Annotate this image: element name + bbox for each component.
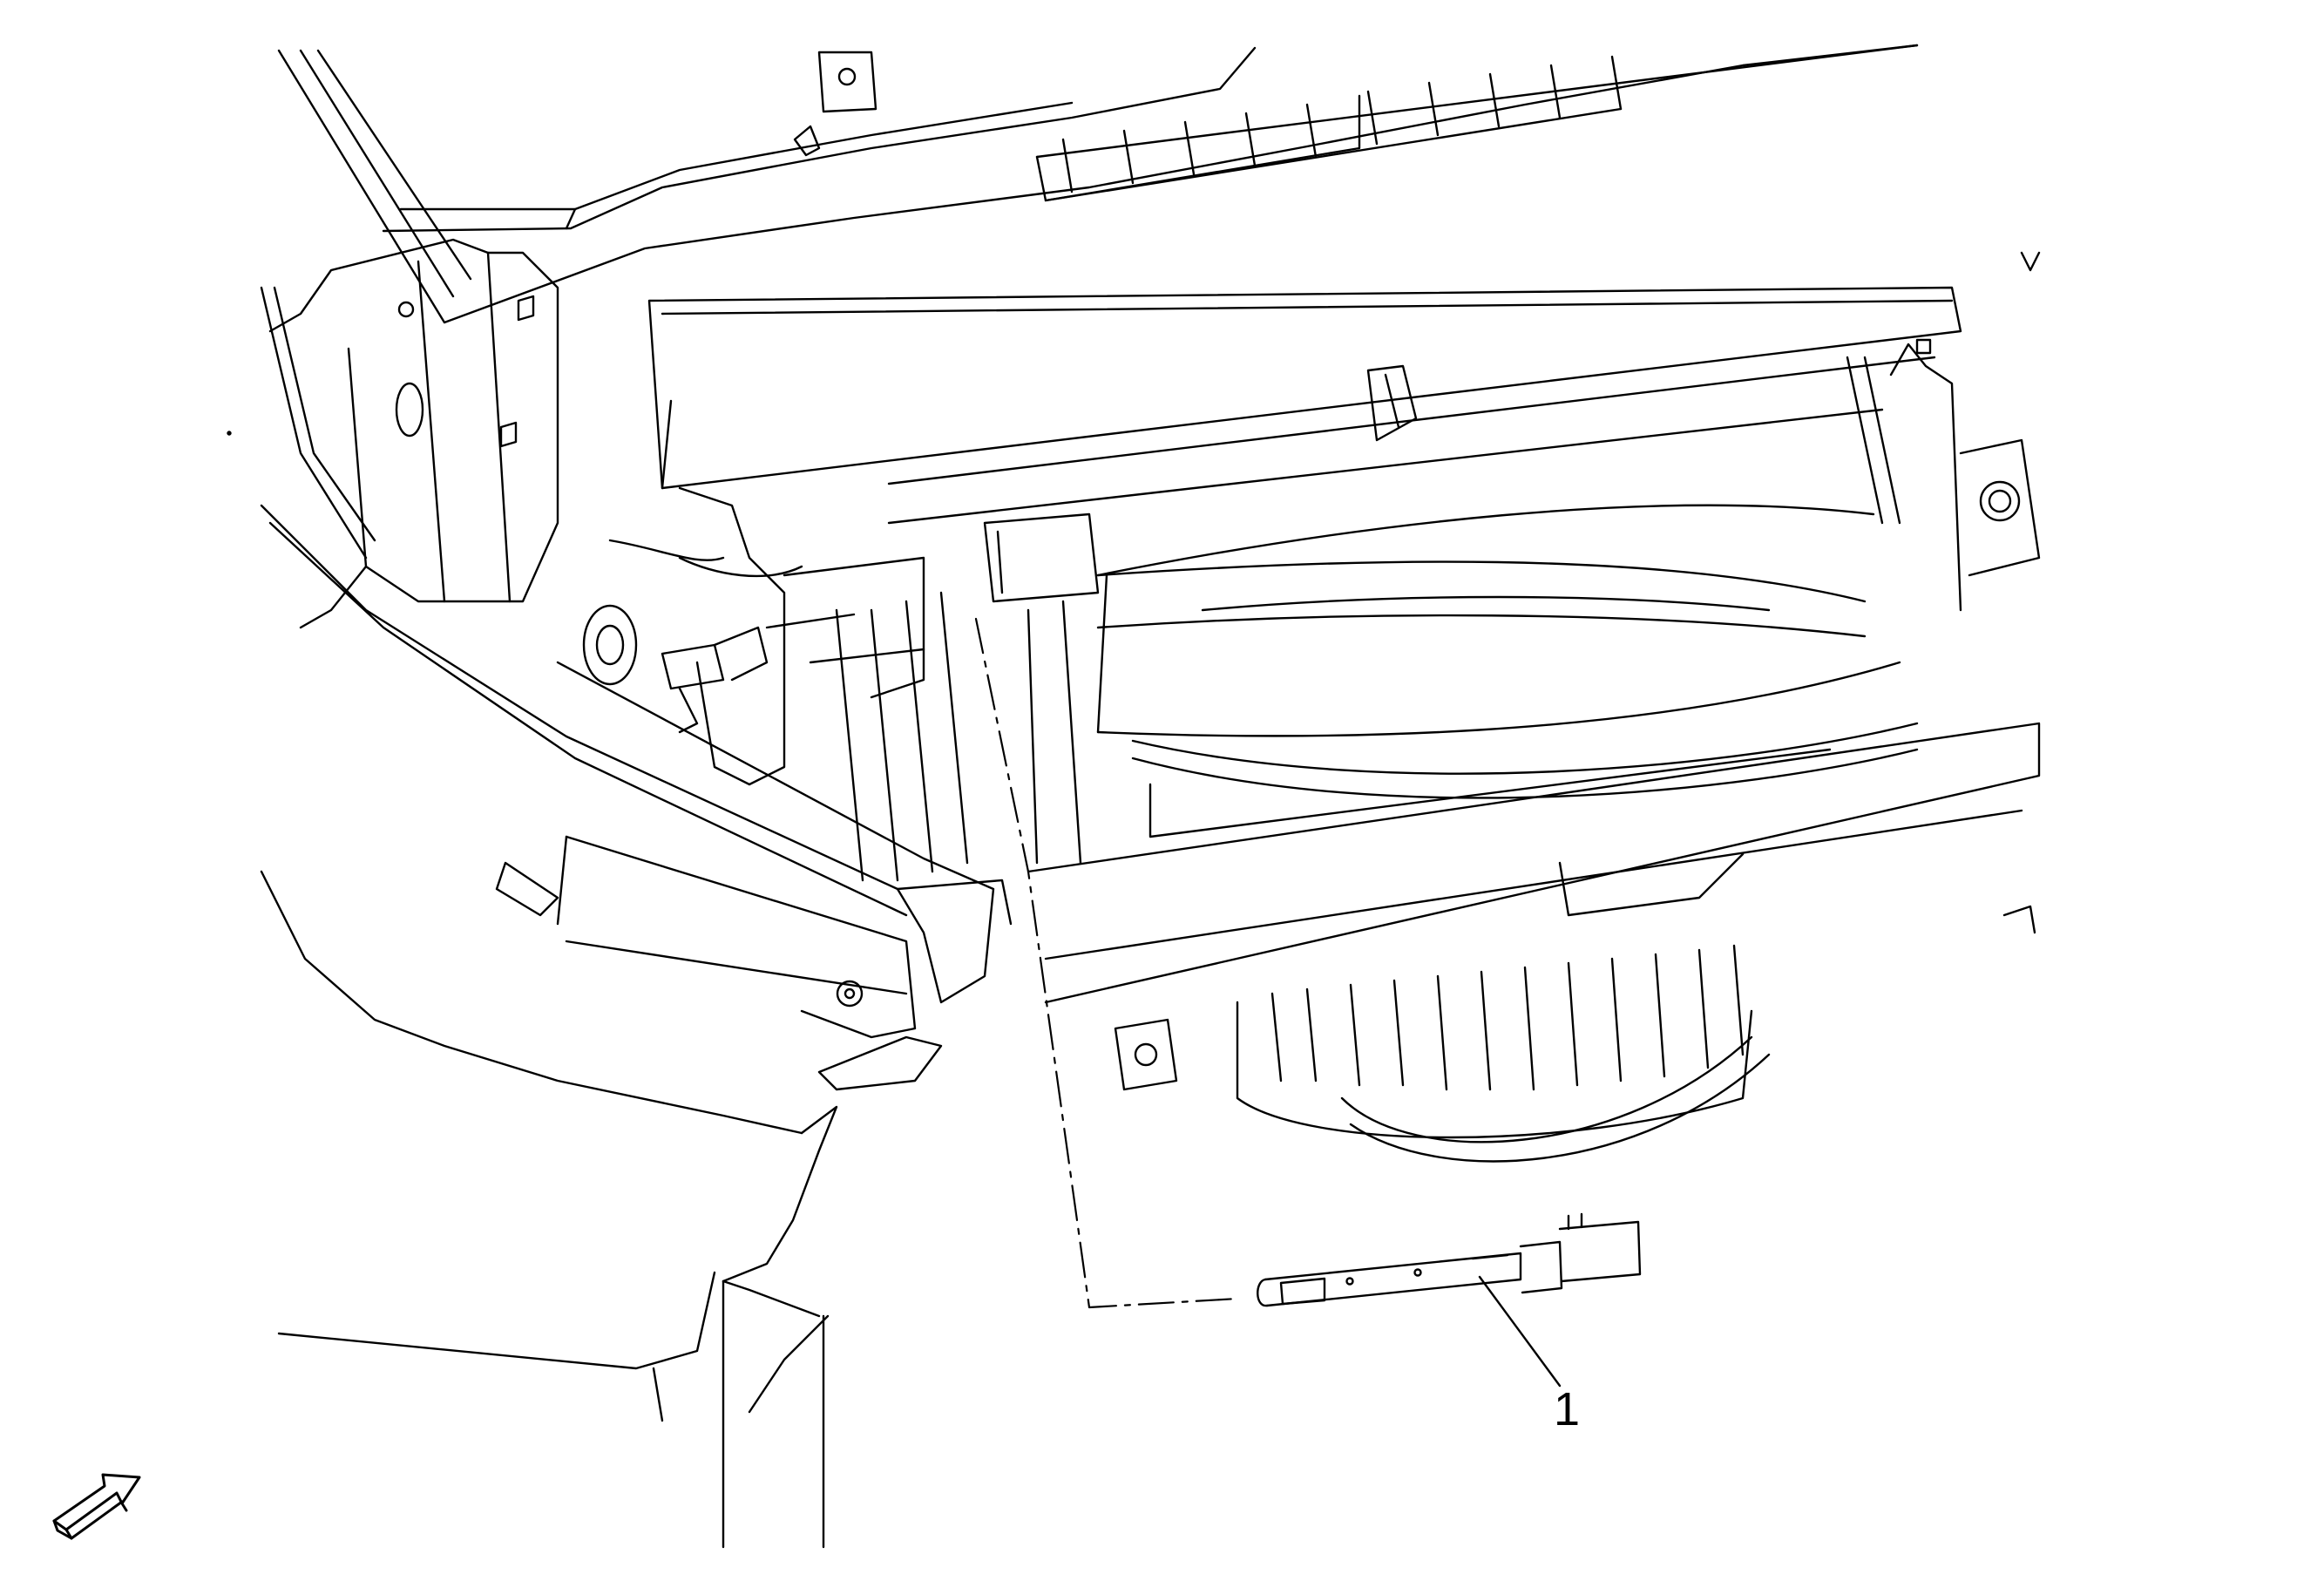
callout-leader <box>1478 1275 1562 1388</box>
callout-label-1: 1 <box>1554 1383 1581 1435</box>
sensor-part <box>1257 1212 1642 1307</box>
center-duct <box>582 486 1100 882</box>
front-direction-arrow-icon <box>52 1473 141 1540</box>
left-pillar-bracket <box>260 238 559 629</box>
blower-assembly <box>1026 722 2041 1163</box>
carrier-beam <box>260 504 1013 1135</box>
hvac-module-housing <box>647 251 2041 737</box>
lower-left-panel <box>277 1105 838 1549</box>
phantom-leader-line <box>974 617 1239 1309</box>
upper-dash-structure <box>277 44 1919 324</box>
